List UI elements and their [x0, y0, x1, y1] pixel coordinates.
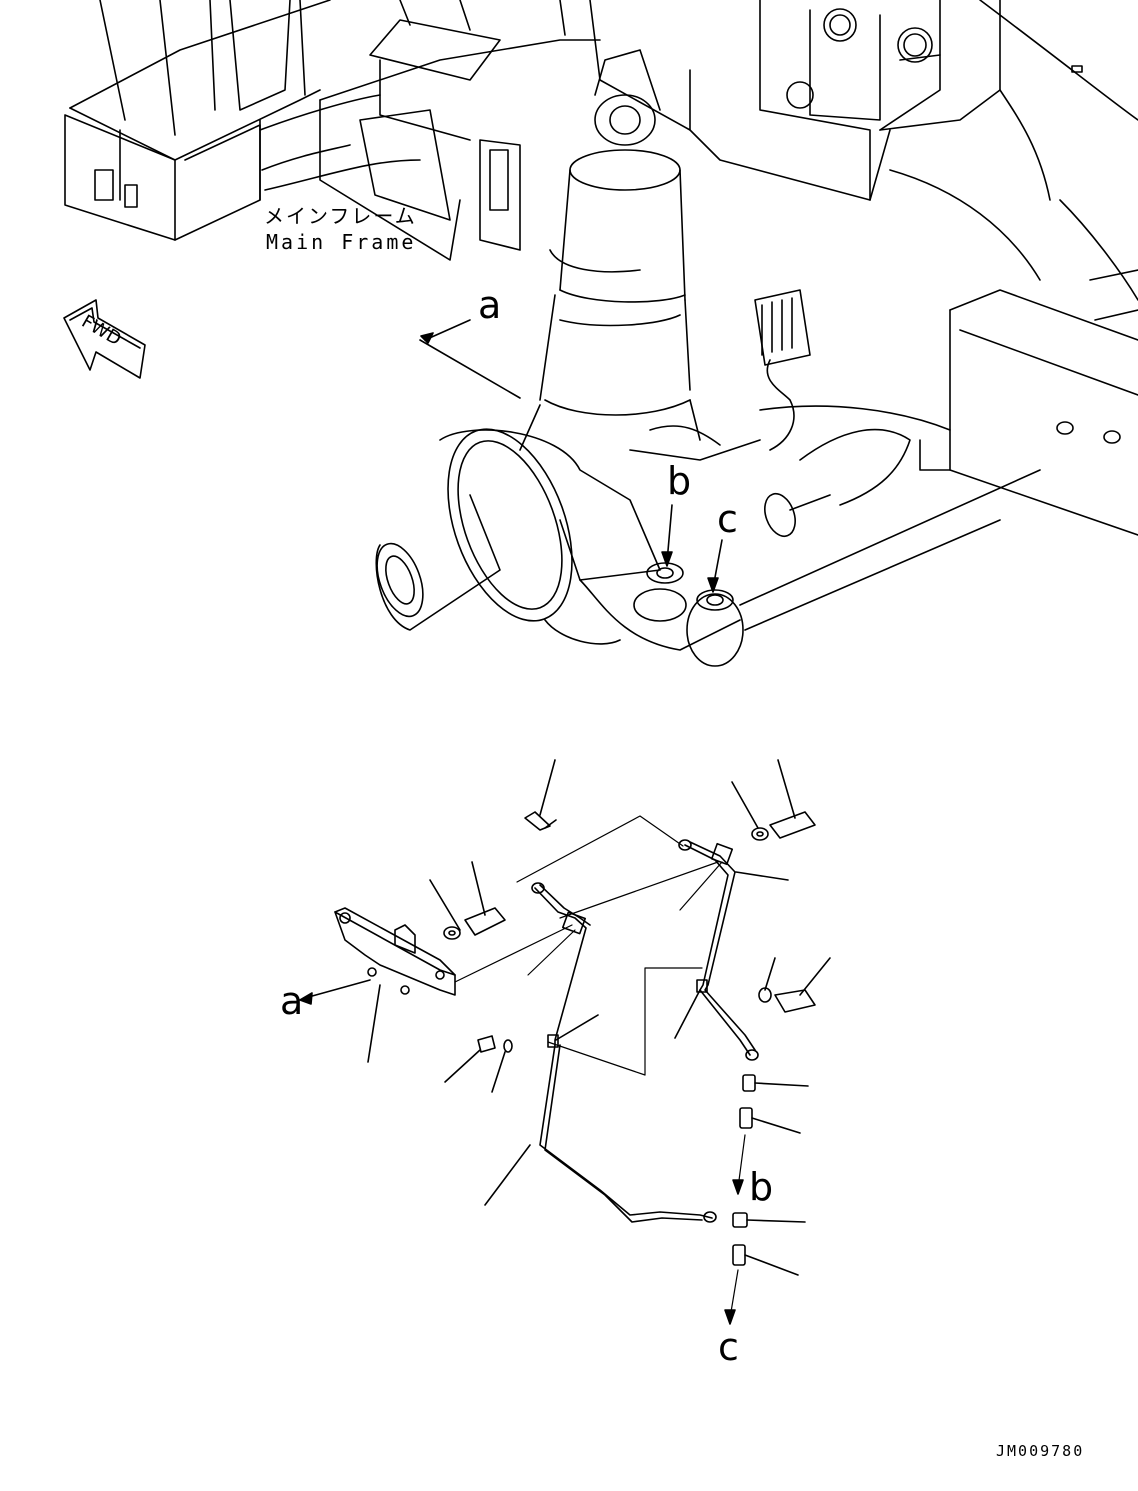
callout-b-bottom: b [749, 1165, 774, 1209]
fittings [524, 759, 809, 1276]
callout-a-top: a [478, 283, 502, 327]
crossmember [319, 0, 601, 261]
leader-clip [555, 1014, 599, 1041]
leader-bracket [367, 984, 381, 1063]
drawing-number: JM009780 [996, 1442, 1085, 1460]
leader-a-top [419, 339, 521, 399]
arrow-a-bottom [304, 979, 371, 999]
main-frame-left-section [64, 0, 421, 241]
direction-arrow-icon [63, 299, 146, 379]
leader-tube-c [735, 871, 789, 881]
arrow-a-top [424, 319, 471, 341]
main-frame-label-jp: メインフレーム [264, 204, 417, 228]
callout-b-top: b [667, 459, 692, 503]
hydraulic-tube-c [674, 839, 789, 1061]
upper-frame-right [589, 0, 1138, 301]
right-side-member [759, 269, 1138, 536]
callout-a-bottom: a [280, 979, 304, 1023]
hydraulic-tube-b [484, 882, 717, 1223]
links-and-bolts [633, 425, 1041, 667]
bolts-and-washers [429, 759, 831, 1093]
suspension-cylinder [519, 49, 701, 451]
connection-guides [454, 815, 746, 1319]
leader-clip-c [674, 989, 701, 1039]
bracket-plate [334, 907, 456, 1063]
leader-tube [484, 1144, 531, 1206]
hydraulic-valves [754, 289, 811, 451]
callout-c-bottom: c [718, 1325, 739, 1369]
main-frame-label-en: Main Frame [266, 230, 417, 254]
axle-housing [375, 428, 761, 651]
callout-c-top: c [717, 497, 738, 541]
